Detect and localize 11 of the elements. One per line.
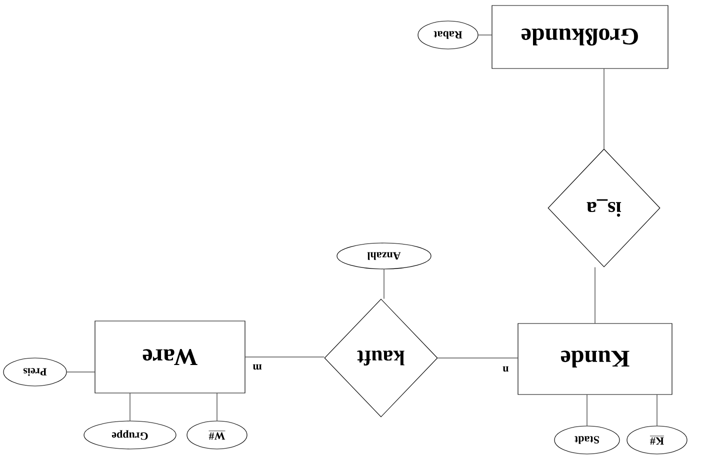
connector-line	[586, 394, 588, 426]
entity-box: Kunde	[518, 323, 672, 395]
connector-line	[656, 394, 658, 426]
cardinality-label: n	[502, 365, 510, 373]
connector-line	[478, 34, 492, 36]
entity-box: Ware	[94, 320, 246, 394]
cardinality-label: m	[252, 363, 263, 371]
connector-line	[594, 267, 596, 324]
connector-line	[245, 356, 324, 358]
entity-box: Großkunde	[492, 5, 668, 69]
connector-line	[216, 393, 218, 421]
